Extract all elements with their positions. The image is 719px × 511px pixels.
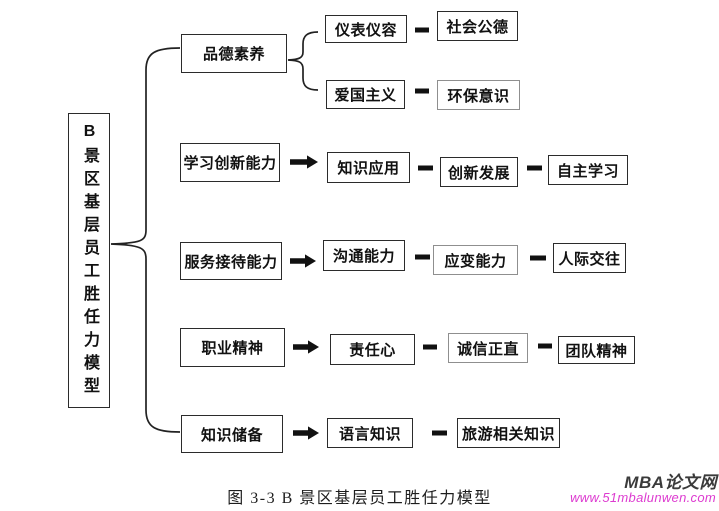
box-self-learning: 自主学习 [548,155,628,185]
box-knowledge-application: 知识应用 [327,152,410,183]
model-brace [110,47,181,433]
box-professional-spirit: 职业精神 [180,328,285,367]
watermark-site-url: www.51mbalunwen.com [570,490,716,505]
moral-branch-brace [287,31,319,91]
box-tourism-knowledge: 旅游相关知识 [457,418,560,448]
box-interpersonal: 人际交往 [553,243,626,273]
box-communication: 沟通能力 [323,240,405,271]
box-service-reception: 服务接待能力 [180,242,282,280]
figure-caption: 图 3-3 B 景区基层员工胜任力模型 [227,490,492,507]
box-patriotism: 爱国主义 [326,80,405,109]
box-knowledge-reserve: 知识储备 [181,415,283,453]
arrow-right-icon [293,340,319,354]
arrow-right-icon [290,155,318,169]
box-innovative-development: 创新发展 [440,157,518,187]
box-language-knowledge: 语言知识 [327,418,413,448]
box-teamwork: 团队精神 [558,336,635,364]
model-root-label: B景区基层员工胜任力模型 [81,123,98,400]
box-environmental-awareness: 环保意识 [437,80,520,110]
arrow-right-icon [293,426,319,440]
box-social-morality: 社会公德 [437,11,518,41]
box-moral-quality: 品德素养 [181,34,287,73]
model-root-box: B景区基层员工胜任力模型 [68,113,110,408]
box-responsibility: 责任心 [330,334,415,365]
watermark-site-name: MBA论文网 [624,473,717,492]
box-learning-innovation: 学习创新能力 [180,143,280,182]
box-appearance: 仪表仪容 [325,15,407,43]
box-adaptability: 应变能力 [433,245,518,275]
box-integrity: 诚信正直 [448,333,528,363]
arrow-right-icon [290,254,316,268]
